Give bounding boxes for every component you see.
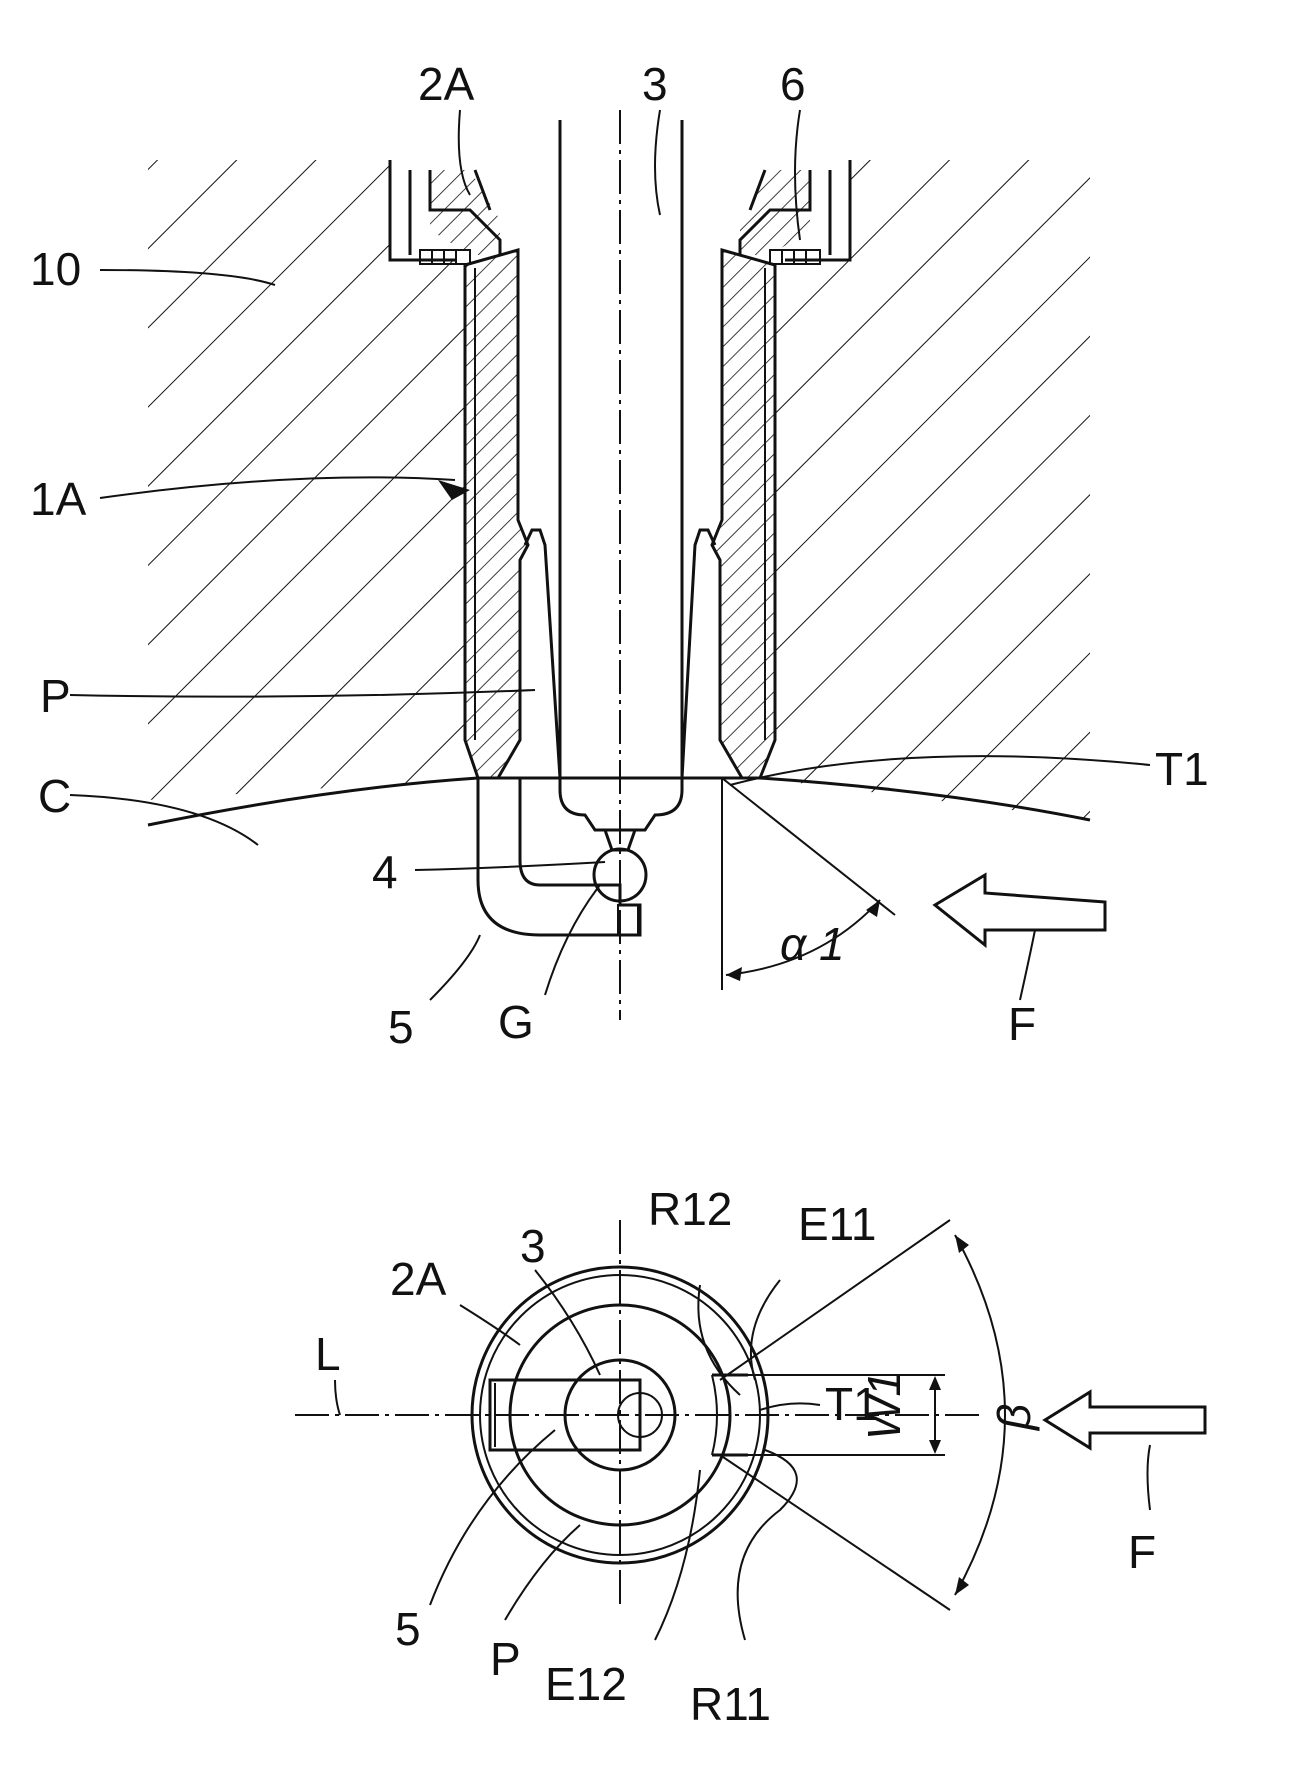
beta-ray-lower <box>720 1455 950 1610</box>
label-F-top: F <box>1008 998 1036 1050</box>
label-3: 3 <box>642 58 668 110</box>
label-3-bottom: 3 <box>520 1220 546 1272</box>
alpha1-flow-line <box>722 778 895 915</box>
top-figure <box>70 0 1150 1020</box>
flow-arrow-F-bottom <box>1045 1392 1205 1448</box>
label-2A-bottom: 2A <box>390 1253 447 1305</box>
flow-arrow-F-top <box>935 875 1105 945</box>
label-E11: E11 <box>798 1198 876 1250</box>
label-F-bottom: F <box>1128 1526 1156 1578</box>
label-10: 10 <box>30 243 81 295</box>
label-W1: W1 <box>858 1371 910 1440</box>
ground-electrode-5 <box>478 778 640 935</box>
label-R11: R11 <box>690 1678 771 1730</box>
label-E12: E12 <box>545 1658 627 1710</box>
label-P-bottom: P <box>490 1633 521 1685</box>
label-P: P <box>40 670 71 722</box>
label-6: 6 <box>780 58 806 110</box>
label-R12: R12 <box>648 1183 732 1235</box>
label-5-bottom: 5 <box>395 1603 421 1655</box>
label-G: G <box>498 996 534 1048</box>
label-C: C <box>38 770 71 822</box>
label-alpha1: α 1 <box>780 918 845 970</box>
label-T1: T1 <box>1155 743 1209 795</box>
label-2A: 2A <box>418 58 475 110</box>
label-beta: β <box>988 1404 1040 1432</box>
label-4: 4 <box>372 846 398 898</box>
label-1A: 1A <box>30 473 87 525</box>
label-5: 5 <box>388 1001 414 1053</box>
label-L: L <box>315 1328 341 1380</box>
